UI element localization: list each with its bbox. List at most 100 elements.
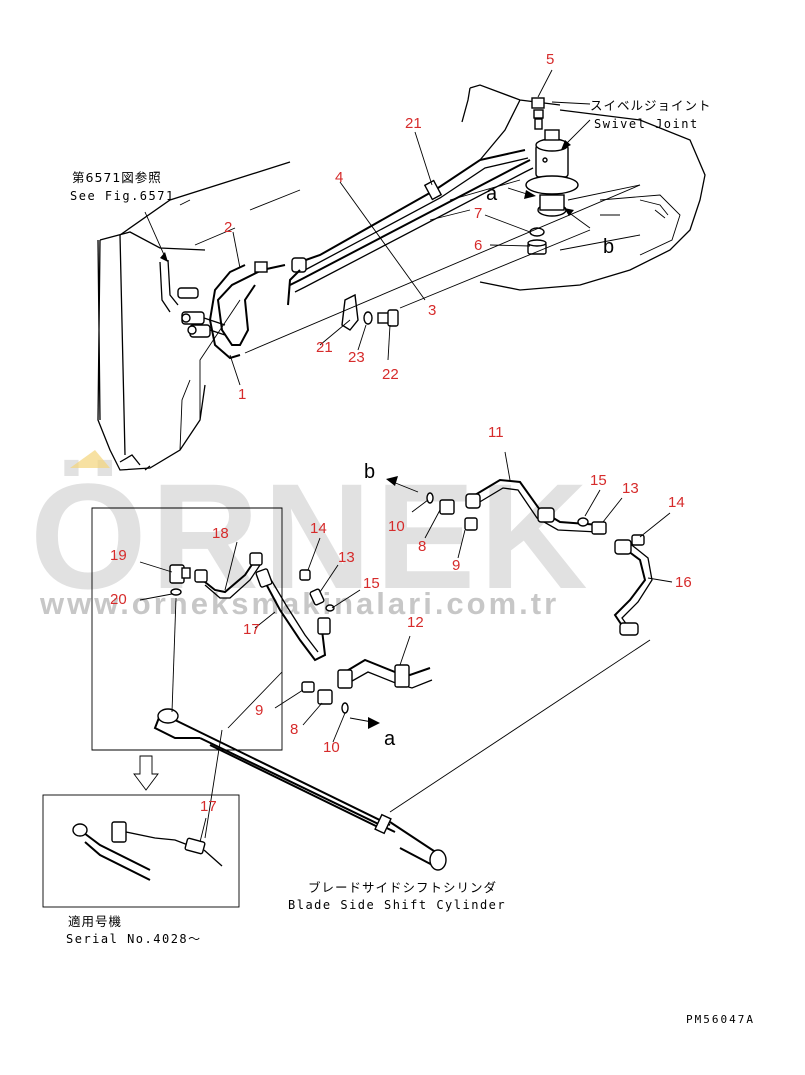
label-21-lower: 21 [316, 339, 333, 356]
swivel-joint-en: Swivel Joint [594, 117, 699, 131]
part-8-upper [439, 499, 455, 515]
hose-17b [269, 577, 319, 653]
upper-assembly [97, 69, 706, 471]
part-10-lower [341, 702, 349, 714]
watermark: ÖRNEK www.orneksmakinalari.com.tr [30, 450, 592, 621]
label-5: 5 [546, 51, 554, 68]
label-20: 20 [110, 591, 127, 608]
fig-ref-jp: 第6571図参照 [72, 170, 162, 185]
tube-elbow [287, 269, 301, 306]
label-15-left: 15 [363, 575, 380, 592]
cylinder-jp: ブレードサイドシフトシリンダ [308, 880, 497, 895]
label-8-upper: 8 [418, 538, 426, 555]
label-23: 23 [348, 349, 365, 366]
watermark-accent [70, 450, 110, 468]
label-14-right: 14 [668, 494, 685, 511]
marker-b-lower: b [364, 461, 375, 483]
label-13-right: 13 [622, 480, 639, 497]
fitting-11-left [465, 493, 481, 509]
inset-box [42, 794, 240, 908]
chassis-detail [600, 199, 669, 219]
tube-12 [339, 658, 431, 677]
blade-side-shift-cylinder [153, 708, 447, 871]
label-11: 11 [488, 424, 504, 441]
part-13-left [309, 588, 325, 606]
frame-edge-2 [179, 299, 241, 451]
tube-3b [294, 167, 534, 293]
part-number-labels: 5 21 4 7 6 2 3 21 23 22 1 11 15 13 14 10… [110, 51, 692, 815]
frame-dash [179, 189, 301, 246]
frame-edge-1 [119, 161, 291, 456]
serial-inset [42, 755, 240, 908]
label-4: 4 [335, 169, 343, 186]
marker-b-upper: b [603, 236, 614, 258]
part-5-plug [531, 97, 545, 130]
label-7: 7 [474, 205, 482, 222]
fitting-18-right [249, 552, 263, 566]
fitting-hose-top [254, 261, 268, 273]
swivel-joint [525, 129, 579, 217]
bracket-21-lower [341, 293, 359, 331]
label-12: 12 [407, 614, 424, 631]
label-21-upper: 21 [405, 115, 422, 132]
part-14-right [631, 534, 645, 546]
label-9-lower: 9 [255, 702, 263, 719]
hose-1 [216, 264, 286, 346]
tube-12b [344, 671, 433, 689]
lower-assembly [91, 451, 673, 871]
label-1: 1 [238, 386, 246, 403]
leader-lines-upper [144, 69, 641, 386]
tube-3 [289, 159, 531, 286]
marker-a-upper: a [486, 183, 498, 205]
label-17-inset: 17 [200, 798, 217, 815]
serial-jp: 適用号機 [68, 914, 122, 929]
fitting-17-top [255, 568, 273, 588]
fitting-17-bottom [317, 617, 331, 635]
label-22: 22 [382, 366, 399, 383]
part-13-right [591, 521, 607, 535]
tube-18 [199, 559, 256, 594]
swivel-joint-jp: スイベルジョイント [590, 98, 712, 113]
watermark-url: www.orneksmakinalari.com.tr [39, 586, 559, 621]
label-19: 19 [110, 547, 127, 564]
left-manifold [159, 259, 226, 338]
inset-cylinder [79, 829, 151, 881]
part-20-oring [170, 588, 182, 596]
label-17-main: 17 [243, 621, 260, 638]
tube-18b [204, 564, 261, 599]
label-13-left: 13 [338, 549, 355, 566]
label-8-lower: 8 [290, 721, 298, 738]
part-15-left [325, 604, 335, 612]
hose-16b [621, 541, 653, 633]
part-10-upper [426, 492, 434, 504]
label-10-upper: 10 [388, 518, 405, 535]
part-9-upper [464, 517, 478, 531]
part-14-left [299, 569, 311, 581]
label-9-upper: 9 [452, 557, 460, 574]
marker-a-lower: a [384, 728, 396, 750]
watermark-brand: ÖRNEK [30, 452, 592, 620]
label-15-right: 15 [590, 472, 607, 489]
fitting-18-left [194, 569, 208, 583]
part-8-lower [317, 689, 333, 705]
tube-11b [472, 487, 599, 533]
cylinder-en: Blade Side Shift Cylinder [288, 898, 506, 912]
frame-notch [119, 454, 151, 471]
text-annotations: スイベルジョイント Swivel Joint 第6571図参照 See Fig.… [66, 98, 755, 1026]
label-6: 6 [474, 237, 482, 254]
fitting-11-right [537, 507, 555, 523]
clamp-21-upper [423, 179, 443, 201]
part-22-bolt [377, 309, 399, 327]
leader-lines-lower [139, 451, 673, 839]
hose-16 [613, 544, 647, 631]
arrow-down-to-inset [133, 755, 159, 791]
label-14-left: 14 [310, 520, 327, 537]
drawing-ref-code: PM56047A [686, 1013, 755, 1026]
chassis-outline [461, 84, 706, 291]
part-23-washer [363, 311, 373, 325]
label-18: 18 [212, 525, 229, 542]
detail-box [91, 507, 283, 751]
part-6-nut [527, 239, 547, 255]
tube-11 [469, 478, 601, 526]
